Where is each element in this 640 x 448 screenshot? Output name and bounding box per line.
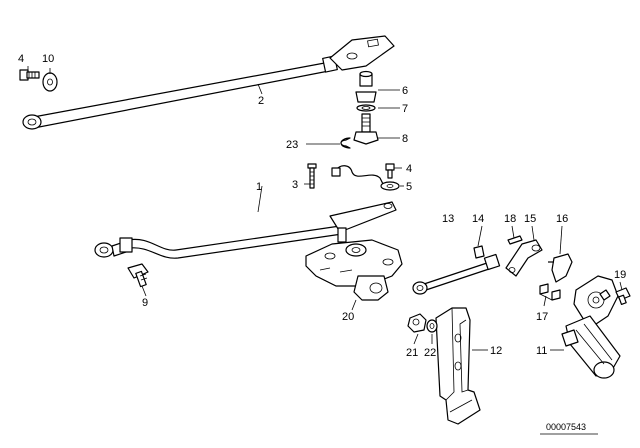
callout-7: 7 xyxy=(402,103,408,115)
callout-1: 1 xyxy=(256,181,262,193)
callout-20: 20 xyxy=(342,311,354,323)
callout-22: 22 xyxy=(424,347,436,359)
screw-4-upper xyxy=(19,69,40,81)
callout-3: 3 xyxy=(292,179,298,191)
drawing-number: 00007543 xyxy=(546,422,586,432)
washer-22 xyxy=(426,319,438,333)
callout-5: 5 xyxy=(406,181,412,193)
washer-10 xyxy=(42,72,58,92)
mounting-bracket-12 xyxy=(435,307,481,425)
callout-21: 21 xyxy=(406,347,418,359)
leader-lines xyxy=(27,66,623,435)
push-rod-13 xyxy=(412,253,501,295)
screw-4-middle xyxy=(385,163,395,179)
callout-10: 10 xyxy=(42,53,54,65)
circlip-23 xyxy=(340,137,351,149)
upper-linkage-rod xyxy=(22,35,395,130)
nut-21 xyxy=(407,313,427,333)
callout-4-upper: 4 xyxy=(18,53,24,65)
callout-23: 23 xyxy=(286,139,298,151)
callout-8: 8 xyxy=(402,133,408,145)
callout-6: 6 xyxy=(402,85,408,97)
nut-5 xyxy=(380,181,400,191)
pin-18 xyxy=(507,235,523,245)
bushing-6 xyxy=(359,70,373,87)
callout-2: 2 xyxy=(258,95,264,107)
sleeve-7 xyxy=(355,91,377,112)
callout-4-middle: 4 xyxy=(406,163,412,175)
clip-14 xyxy=(473,245,485,259)
callout-11: 11 xyxy=(536,345,547,357)
callout-14: 14 xyxy=(472,213,484,225)
gear-housing-20 xyxy=(305,239,403,301)
wiper-motor-11 xyxy=(561,275,621,379)
callout-16: 16 xyxy=(556,213,568,225)
callout-15: 15 xyxy=(524,213,536,225)
callout-17: 17 xyxy=(536,311,548,323)
callout-19: 19 xyxy=(614,269,626,281)
bolt-8 xyxy=(353,113,379,145)
callout-12: 12 xyxy=(490,345,502,357)
callout-13: 13 xyxy=(442,213,454,225)
screw-3 xyxy=(307,163,317,189)
spring-clip xyxy=(331,165,385,187)
callout-18: 18 xyxy=(504,213,516,225)
bracket-16 xyxy=(548,253,573,283)
clips-17 xyxy=(539,283,561,301)
bolt-9 xyxy=(127,263,149,288)
lever-15 xyxy=(505,239,543,277)
screw-19 xyxy=(615,287,631,306)
lower-linkage-rod xyxy=(94,201,397,259)
callout-9: 9 xyxy=(142,297,148,309)
